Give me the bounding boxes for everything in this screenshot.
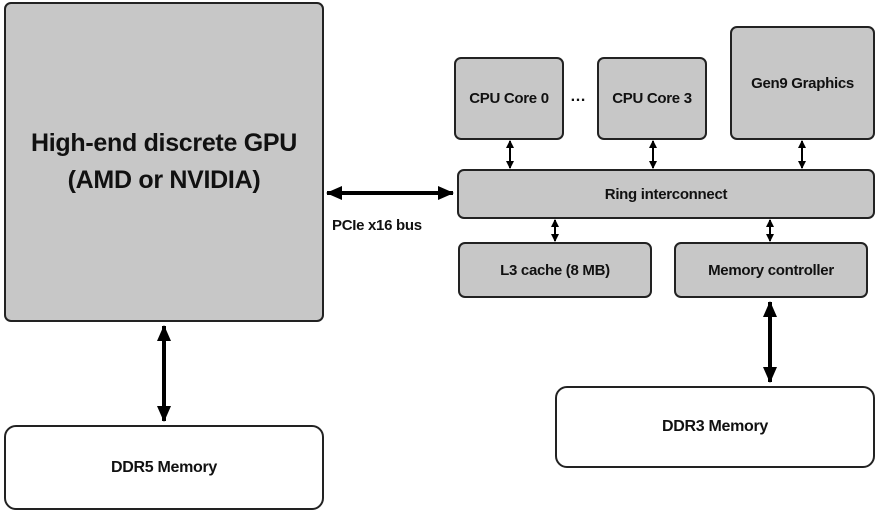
discrete-gpu-block: High-end discrete GPU (AMD or NVIDIA) [4, 2, 324, 322]
ring-interconnect-block: Ring interconnect [457, 169, 875, 219]
cpu-core-3-label: CPU Core 3 [612, 90, 692, 107]
cpu-core-ellipsis: … [570, 88, 586, 105]
gen9-graphics-label: Gen9 Graphics [751, 74, 854, 92]
cpu-core-0-label: CPU Core 0 [469, 90, 549, 107]
gpu-label: High-end discrete GPU (AMD or NVIDIA) [31, 125, 297, 200]
memory-controller-block: Memory controller [674, 242, 868, 298]
gpu-label-line-1: High-end discrete GPU [31, 128, 297, 157]
l3-cache-label: L3 cache (8 MB) [500, 261, 610, 279]
gen9-graphics-block: Gen9 Graphics [730, 26, 875, 140]
ddr5-memory-block: DDR5 Memory [4, 425, 324, 510]
gpu-label-line-2: (AMD or NVIDIA) [67, 166, 261, 194]
ddr3-memory-block: DDR3 Memory [555, 386, 875, 468]
ddr5-memory-label: DDR5 Memory [110, 458, 218, 476]
ring-interconnect-label: Ring interconnect [604, 185, 728, 203]
cpu-core-0-block: CPU Core 0 [454, 57, 564, 140]
l3-cache-block: L3 cache (8 MB) [458, 242, 652, 298]
memory-controller-label: Memory controller [708, 261, 834, 279]
ddr3-memory-label: DDR3 Memory [661, 418, 769, 435]
pcie-bus-label: PCIe x16 bus [332, 217, 422, 234]
cpu-core-3-block: CPU Core 3 [597, 57, 707, 140]
